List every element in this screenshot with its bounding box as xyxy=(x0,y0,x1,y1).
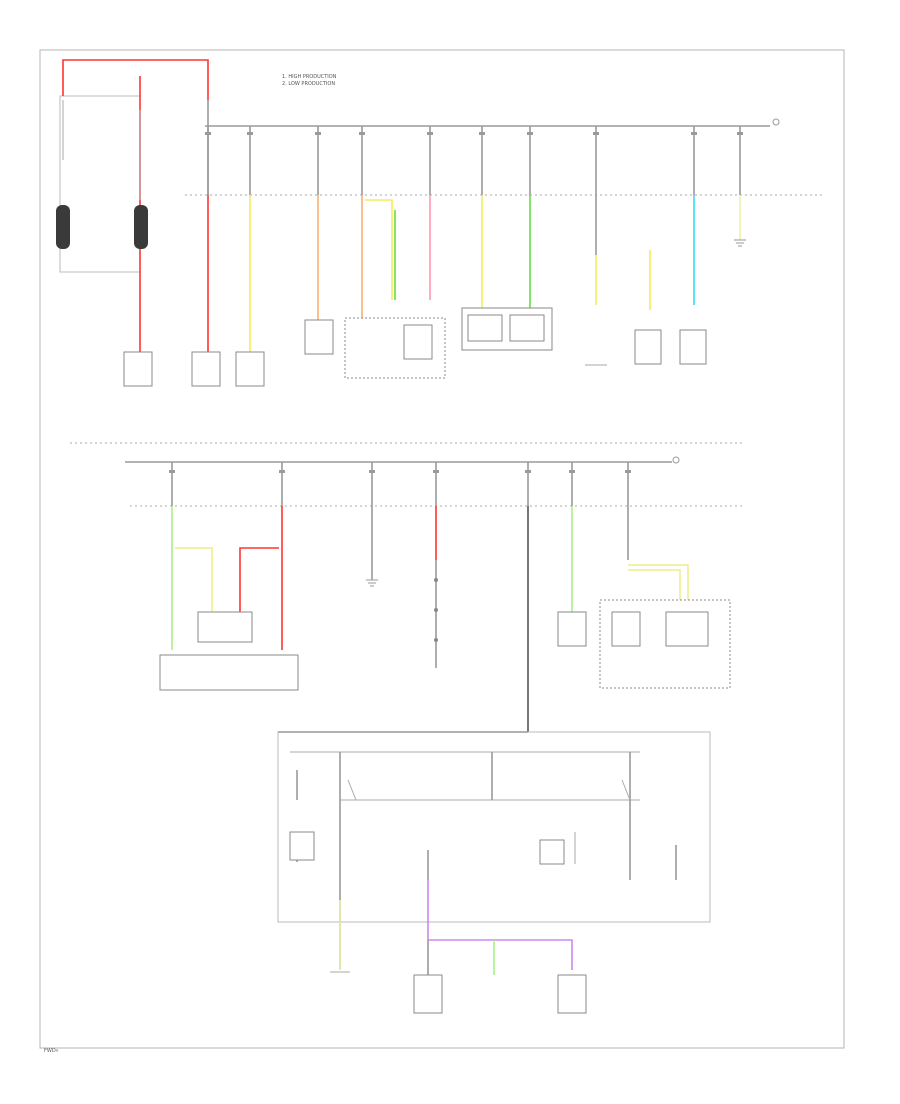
lower-relay-right xyxy=(629,752,677,880)
legend-item-1: 1. HIGH PRODUCTION xyxy=(282,74,337,80)
legend: 1. HIGH PRODUCTION 2. LOW PRODUCTION xyxy=(282,74,337,87)
ground-symbols xyxy=(366,239,746,587)
lower-colored-wires xyxy=(339,850,573,975)
upper-bus-end xyxy=(772,118,780,126)
lower-relay-left xyxy=(296,752,341,970)
upper-fuse-drops xyxy=(205,126,743,195)
lower-junction-frame xyxy=(277,731,711,923)
upper-components xyxy=(191,307,707,387)
corner-label: FWD» xyxy=(44,1048,59,1054)
generator-symbol-left xyxy=(56,205,70,249)
generator-symbol-right xyxy=(134,205,148,249)
legend-item-2: 2. LOW PRODUCTION xyxy=(282,81,335,87)
upper-colored-wires xyxy=(207,195,741,360)
lower-components xyxy=(330,971,587,1014)
battery-generator-section xyxy=(56,59,209,387)
diagram-frame xyxy=(39,49,845,1049)
starter-box xyxy=(123,351,153,387)
battery-positive-wire xyxy=(62,59,209,100)
middle-components xyxy=(159,578,731,691)
upper-bus-bar xyxy=(205,100,770,195)
middle-fuse-drops xyxy=(169,462,631,506)
battery-box xyxy=(59,95,141,273)
powertrain-control-module xyxy=(159,654,299,691)
